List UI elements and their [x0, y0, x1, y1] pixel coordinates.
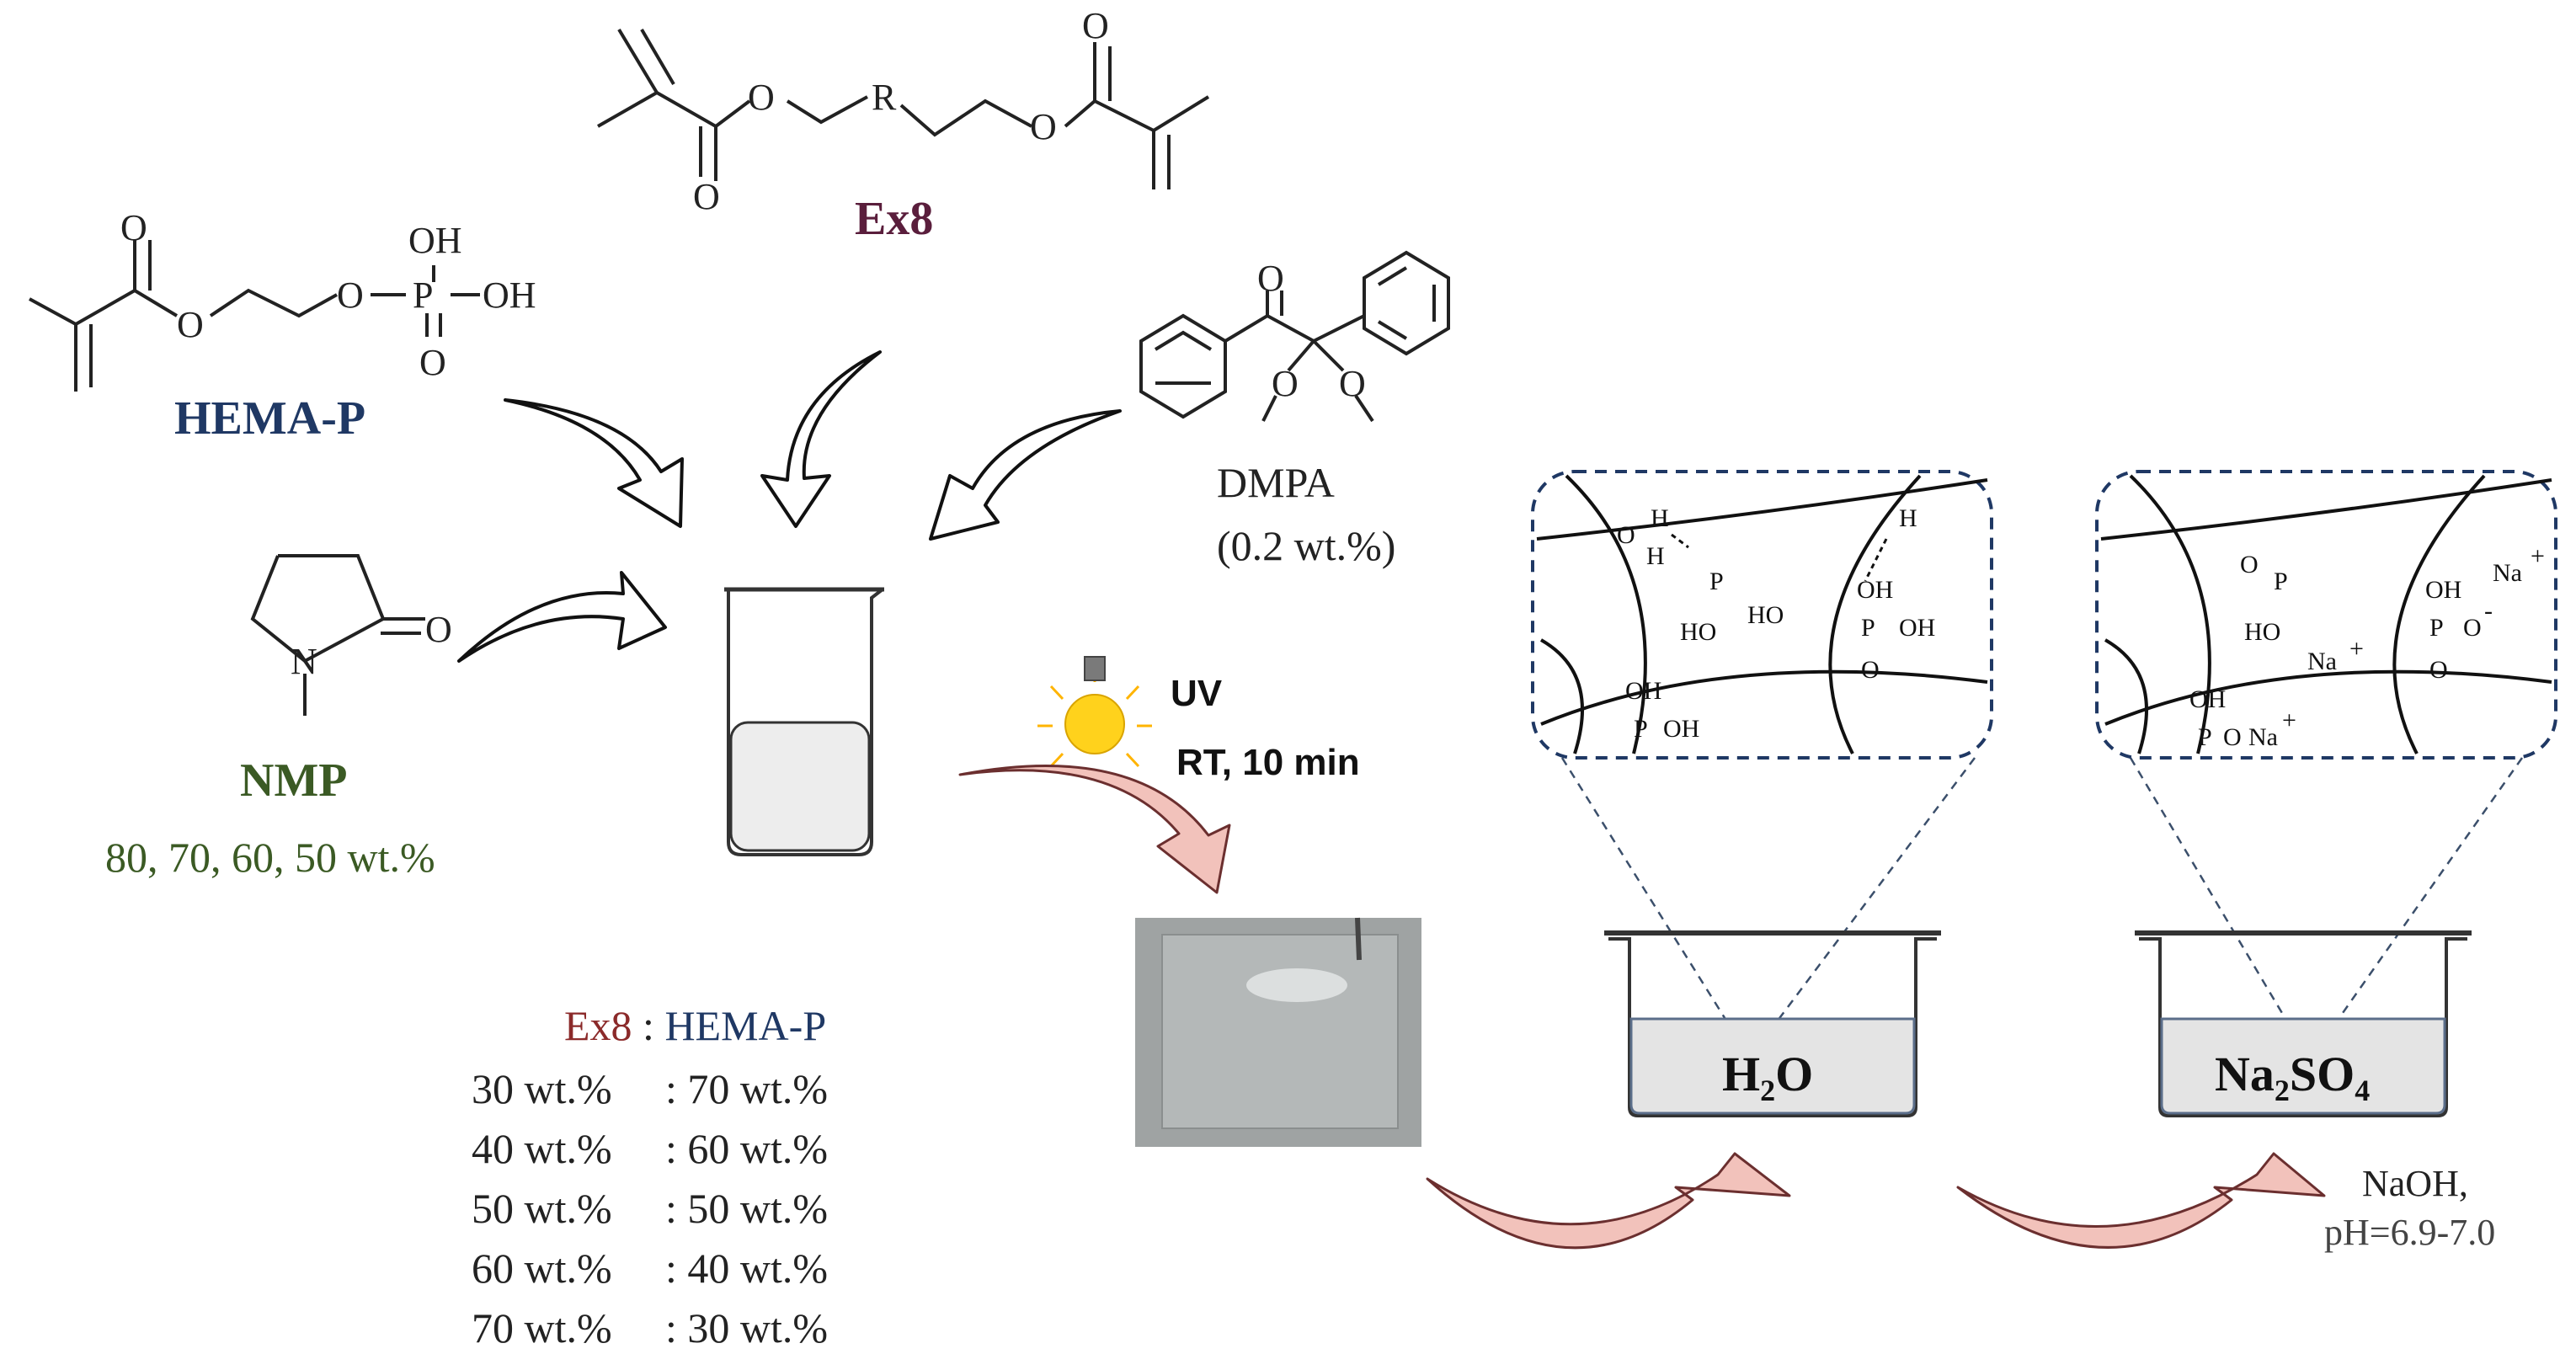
hemap-o-2: O [177, 304, 204, 345]
naoh-label: NaOH, [2362, 1163, 2468, 1204]
arrow-from-nmp [457, 571, 667, 663]
salt-label: Na2SO4 [2215, 1047, 2370, 1107]
arrow-to-water [1426, 1152, 1791, 1250]
uv-conditions: RT, 10 min [1176, 742, 1360, 783]
z2-p3: P [2198, 723, 2212, 751]
salt-bath [2135, 930, 2472, 1117]
z1-o2: O [1861, 656, 1880, 684]
z1-p: P [1709, 568, 1724, 595]
z2-plus1: + [2349, 635, 2364, 663]
z2-oh1: OH [2425, 576, 2461, 604]
z2-o3: O [2429, 656, 2448, 684]
z2-o2: O [2463, 614, 2482, 642]
arrow-to-salt [1956, 1152, 2326, 1249]
hemap-o-3: O [337, 275, 364, 316]
ratio-row-hemap: : 60 wt.% [665, 1125, 828, 1172]
ratio-rows: 30 wt.% : 70 wt.% 40 wt.% : 60 wt.% 50 wt.%:… [472, 1065, 828, 1351]
z1-h3: H [1899, 504, 1917, 532]
ratio-header-ex8: Ex8 [564, 1002, 632, 1049]
z2-p1: P [2274, 568, 2288, 595]
ratio-row-hemap: : 40 wt.% [665, 1245, 828, 1292]
ex8-r-atom: R [872, 77, 897, 118]
hemap-structure [29, 240, 480, 392]
ratio-row-ex8: 40 wt.% [472, 1125, 612, 1172]
ratio-row-ex8: 30 wt.% [472, 1065, 612, 1112]
dmpa-o-1: O [1257, 258, 1284, 299]
nmp-o-atom: O [425, 609, 452, 650]
hemap-o-4: O [419, 342, 446, 383]
z1-h1: H [1651, 504, 1669, 532]
z1-o: O [1617, 521, 1635, 549]
lightbulb-icon [1037, 656, 1152, 768]
hemap-p-atom: P [413, 275, 433, 316]
hemap-oh-2: OH [483, 275, 536, 316]
nmp-concentrations: 80, 70, 60, 50 wt.% [105, 834, 435, 881]
z2-o4: O [2223, 723, 2242, 751]
ex8-structure [597, 28, 1210, 189]
z2-na3: Na [2248, 723, 2278, 751]
z2-o1: O [2240, 551, 2259, 578]
hemap-oh-1: OH [408, 220, 462, 261]
ratio-row-hemap: : 30 wt.% [665, 1304, 828, 1351]
ratio-header-sep: : [632, 1002, 665, 1049]
ex8-label: Ex8 [855, 193, 933, 245]
z1-oh2: OH [1899, 614, 1935, 642]
z1-p3: P [1634, 715, 1648, 743]
uv-label: UV [1171, 673, 1223, 714]
z2-plus3: + [2282, 706, 2296, 734]
ph-label: pH=6.9-7.0 [2324, 1212, 2495, 1253]
dmpa-o-3: O [1339, 363, 1366, 404]
arrow-to-film [958, 764, 1231, 894]
z2-oh2: OH [2189, 685, 2226, 713]
dmpa-structure [1139, 250, 1450, 423]
ratio-header-hemap: HEMA-P [664, 1002, 826, 1049]
water-label: H2O [1722, 1047, 1813, 1107]
dmpa-o-2: O [1272, 363, 1299, 404]
zoom-lines [1560, 757, 2524, 1028]
ex8-o-atom-3: O [1030, 106, 1057, 147]
arrow-from-dmpa [929, 409, 1122, 541]
z1-h2: H [1646, 542, 1665, 570]
arrow-from-ex8 [760, 350, 882, 528]
z2-plus2: + [2531, 542, 2545, 570]
z2-p2: P [2429, 614, 2444, 642]
z1-oh1: OH [1857, 576, 1893, 604]
ratio-row-ex8: 70 wt.% [472, 1304, 612, 1351]
dmpa-conc: (0.2 wt.%) [1217, 522, 1395, 569]
arrow-from-hemap [504, 398, 684, 528]
z2-na1: Na [2307, 648, 2337, 675]
ratio-header: Ex8 : HEMA-P [564, 1002, 826, 1049]
pink-arrows [958, 764, 2326, 1250]
nmp-n-atom: N [291, 641, 317, 682]
hemap-o-1: O [120, 207, 147, 248]
z1-ho2: HO [1747, 601, 1784, 629]
white-arrows [457, 350, 1122, 663]
ratio-row-hemap: : 50 wt.% [665, 1185, 828, 1232]
zoom-box-water: O H H P HO HO OH P OH O H OH P OH [1531, 470, 1993, 760]
z1-p2: P [1861, 614, 1875, 642]
nmp-structure [250, 554, 425, 716]
z1-oh3: OH [1625, 677, 1661, 705]
zoom-box-salt: P HO O Na + Na + OH P O - O OH P O Na + [2095, 470, 2557, 760]
water-bath [1604, 930, 1941, 1117]
nmp-label: NMP [240, 754, 348, 807]
ratio-row-ex8: 50 wt.% [472, 1185, 612, 1232]
z2-minus1: - [2484, 597, 2493, 625]
z2-na2: Na [2493, 559, 2522, 587]
dmpa-label: DMPA [1217, 459, 1335, 506]
mixing-beaker [724, 587, 884, 856]
ratio-row-hemap: : 70 wt.% [665, 1065, 828, 1112]
ex8-o-atom-4: O [1082, 5, 1109, 46]
z2-ho1: HO [2244, 618, 2280, 646]
membrane-photo [1135, 917, 1421, 1147]
ex8-o-atom-1: O [748, 77, 775, 118]
ratio-row-ex8: 60 wt.% [472, 1245, 612, 1292]
z1-oh4: OH [1663, 715, 1699, 743]
hemap-label: HEMA-P [174, 392, 365, 445]
z1-ho1: HO [1680, 618, 1716, 646]
ex8-o-atom-2: O [693, 176, 720, 217]
